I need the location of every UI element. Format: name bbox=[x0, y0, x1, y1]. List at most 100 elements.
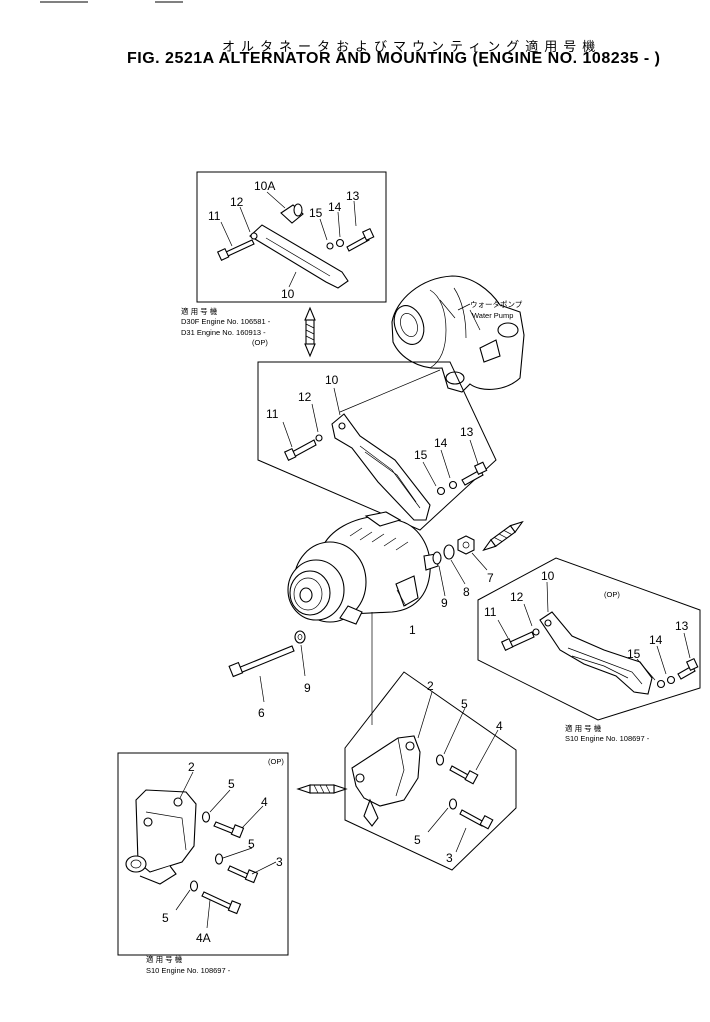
alternator-washer-9-lower bbox=[294, 630, 306, 644]
op-washer-15 bbox=[656, 679, 666, 689]
main-bracket-to-pump bbox=[339, 369, 441, 413]
main-bolt-13-head bbox=[473, 461, 488, 475]
mount-bolt-4-head bbox=[464, 769, 479, 785]
mount-washer-5-upper bbox=[435, 754, 445, 766]
alternator-washer-9-upper bbox=[432, 551, 442, 565]
box1-frame bbox=[196, 171, 387, 303]
main-bracket-frame bbox=[257, 361, 497, 531]
main-washer-15 bbox=[436, 486, 446, 496]
callout-15: 15 bbox=[309, 206, 323, 220]
op-bracket-frame bbox=[477, 557, 701, 721]
main-callout-15: 15 bbox=[414, 448, 428, 462]
op-bolt-11 bbox=[500, 631, 535, 651]
box1-washer-15 bbox=[326, 242, 334, 250]
main-callout-13: 13 bbox=[460, 425, 474, 439]
callout-14: 14 bbox=[328, 200, 342, 214]
mount-callout-2: 2 bbox=[427, 679, 434, 693]
op-mount-callout-3: 3 bbox=[276, 855, 283, 869]
op-link-bracket bbox=[539, 611, 653, 695]
op-callout-11: 11 bbox=[484, 605, 497, 619]
hatched-arrow-mount bbox=[296, 784, 348, 794]
op-mount-applicable-jp: 適 用 号 機 bbox=[146, 954, 183, 964]
main-callout-12: 12 bbox=[298, 390, 312, 404]
op-bolt-13-head bbox=[685, 657, 699, 671]
op-callout-10: 10 bbox=[541, 569, 555, 583]
main-callout-14: 14 bbox=[434, 436, 448, 450]
op-mount-callout-2: 2 bbox=[188, 760, 195, 774]
hatched-arrow-op bbox=[482, 520, 524, 552]
main-callout-10: 10 bbox=[325, 373, 339, 387]
op-mount-washer-5-a bbox=[201, 811, 211, 823]
main-bolt-11 bbox=[283, 439, 317, 461]
op-callout-15: 15 bbox=[627, 647, 641, 661]
op-bracket-applicable-jp: 適 用 号 機 bbox=[565, 723, 602, 733]
callout-11: 11 bbox=[208, 209, 221, 223]
main-washer-14 bbox=[448, 480, 458, 490]
callout-10a: 10A bbox=[254, 179, 275, 193]
op-mount-frame bbox=[117, 752, 289, 956]
op-mount-bracket bbox=[125, 789, 197, 885]
callout-12: 12 bbox=[230, 195, 244, 209]
box1-applicable-jp: 適 用 号 機 bbox=[181, 306, 218, 316]
water-pump-label: Water Pump bbox=[472, 311, 513, 320]
callout-8: 8 bbox=[463, 585, 470, 599]
alternator-bolt-6 bbox=[228, 645, 295, 678]
figure-title: FIG. 2521A ALTERNATOR AND MOUNTING (ENGI… bbox=[127, 50, 661, 67]
box1-link-bracket bbox=[249, 224, 349, 289]
callout-7: 7 bbox=[487, 571, 494, 585]
op-callout-12: 12 bbox=[510, 590, 524, 604]
main-link-bracket bbox=[331, 413, 431, 521]
callout-10: 10 bbox=[281, 287, 295, 301]
op-bracket-label: (OP) bbox=[604, 590, 620, 599]
box1-engine-line3: (OP) bbox=[252, 338, 268, 347]
mount-frame bbox=[344, 671, 517, 871]
box1-spacer bbox=[280, 203, 304, 224]
mount-callout-4: 4 bbox=[496, 719, 503, 733]
water-pump-leader bbox=[457, 303, 471, 311]
op-callout-13: 13 bbox=[675, 619, 689, 633]
box1-engine-line2: D31 Engine No. 160913 - bbox=[181, 328, 266, 337]
op-mount-callout-4a: 4A bbox=[196, 931, 211, 945]
op-bracket-engine: S10 Engine No. 108697 - bbox=[565, 734, 650, 743]
callout-9-lower: 9 bbox=[304, 681, 311, 695]
alternator-nut-7 bbox=[457, 535, 475, 555]
callout-1: 1 bbox=[409, 623, 416, 637]
box1-washer-14 bbox=[335, 238, 345, 248]
box1-bolt-13 bbox=[346, 235, 370, 252]
op-mount-engine: S10 Engine No. 108697 - bbox=[146, 966, 231, 975]
op-washer-14 bbox=[666, 675, 676, 685]
callout-13: 13 bbox=[346, 189, 360, 203]
box1-engine-line1: D30F Engine No. 106581 - bbox=[181, 317, 271, 326]
op-mount-callout-5-c: 5 bbox=[162, 911, 169, 925]
water-pump bbox=[391, 275, 525, 393]
box1-bolt-13-head bbox=[361, 227, 375, 241]
mount-callout-5-upper: 5 bbox=[461, 697, 468, 711]
op-mount-washer-5-b bbox=[214, 853, 224, 865]
water-pump-label-jp: ウォータポンプ bbox=[470, 300, 523, 309]
op-mount-washer-5-c bbox=[189, 880, 199, 892]
op-mount-bolt-4a bbox=[201, 891, 233, 910]
op-mount-bolt-4-head bbox=[230, 824, 245, 839]
mount-callout-5-lower: 5 bbox=[414, 833, 421, 847]
main-callout-11: 11 bbox=[266, 407, 279, 421]
op-mount-callout-5-b: 5 bbox=[248, 837, 255, 851]
op-mount-callout-5-a: 5 bbox=[228, 777, 235, 791]
japanese-title: オルタネータおよびマウンティング適用号機 bbox=[222, 39, 602, 54]
alternator-lockwasher-8 bbox=[443, 544, 455, 560]
mount-bolt-3-head bbox=[479, 814, 494, 830]
hatched-arrow-box1 bbox=[304, 306, 316, 358]
mount-washer-5-lower bbox=[448, 798, 458, 810]
op-mount-bolt-4a-head bbox=[227, 900, 242, 915]
alternator-body bbox=[287, 511, 439, 625]
box1-bolt-11 bbox=[216, 239, 255, 261]
mount-callout-3: 3 bbox=[446, 851, 453, 865]
op-washer-12 bbox=[532, 628, 540, 636]
op-mount-callout-4: 4 bbox=[261, 795, 268, 809]
callout-9-upper: 9 bbox=[441, 596, 448, 610]
op-mount-label: (OP) bbox=[268, 757, 284, 766]
callout-6: 6 bbox=[258, 706, 265, 720]
op-callout-14: 14 bbox=[649, 633, 663, 647]
main-washer-12 bbox=[315, 434, 323, 442]
